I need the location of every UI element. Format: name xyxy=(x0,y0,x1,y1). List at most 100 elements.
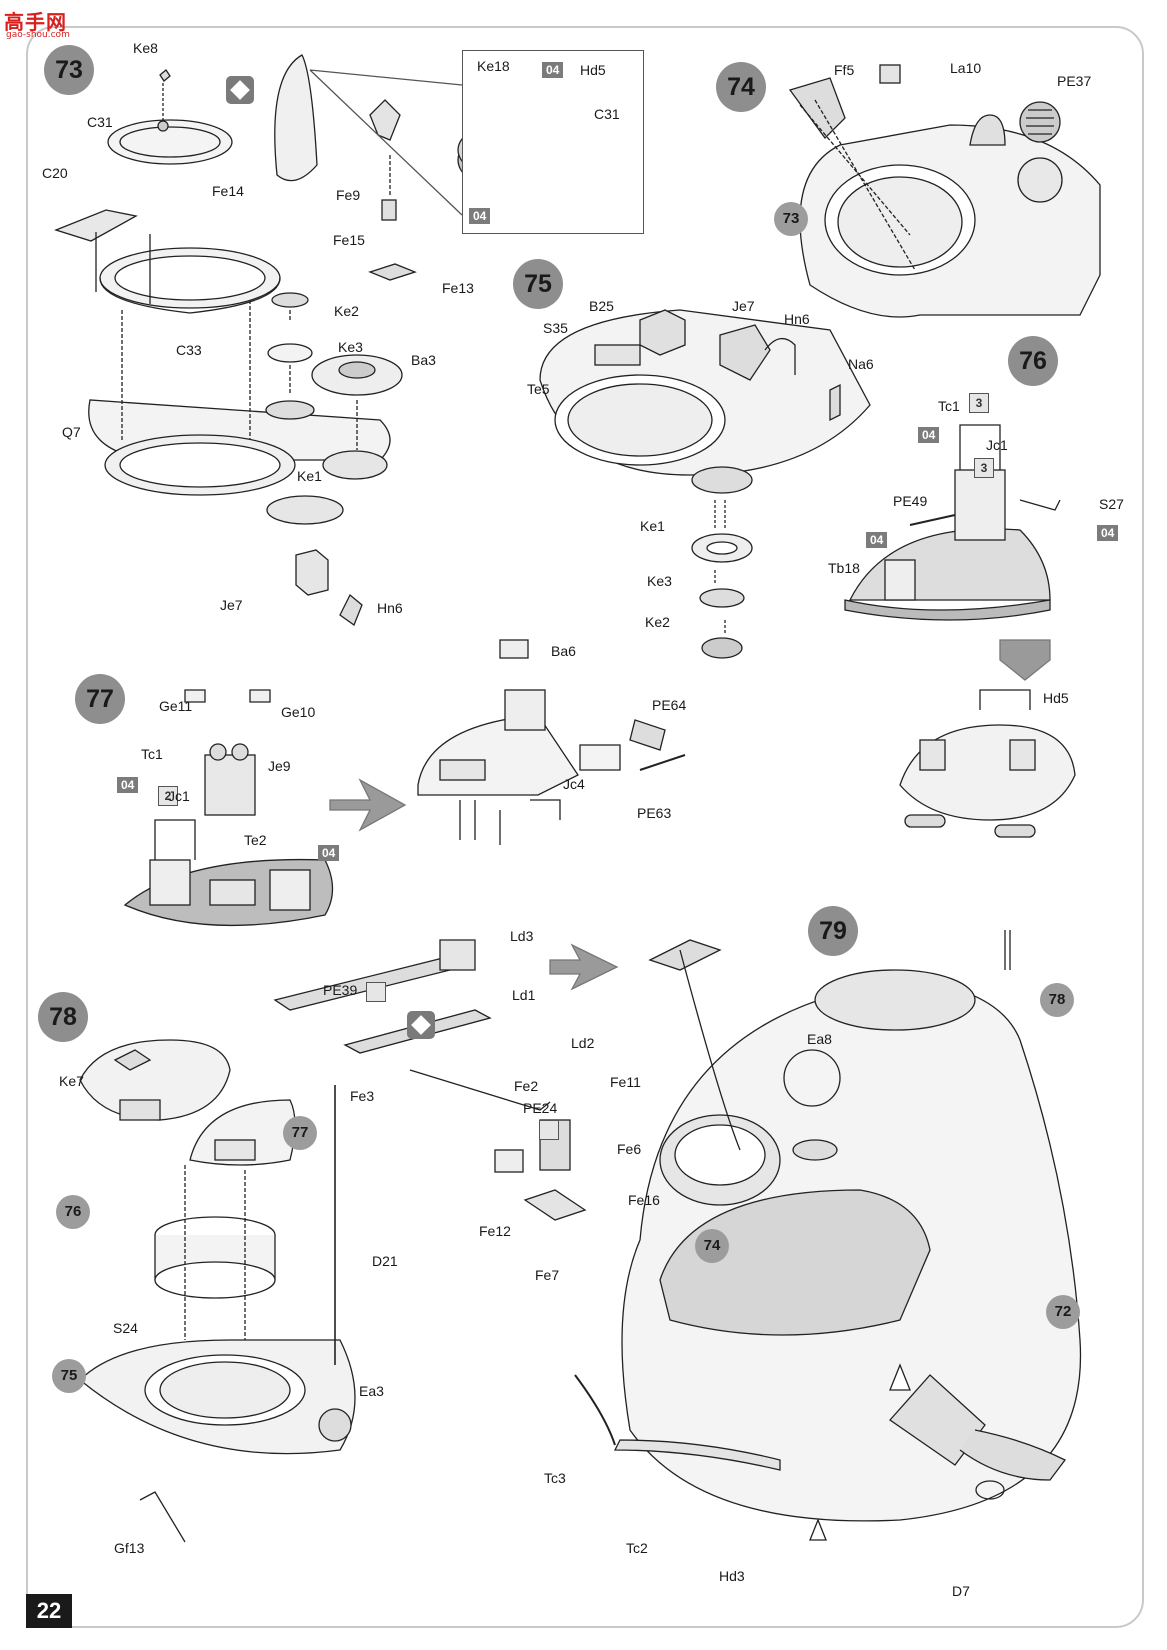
part-label: La10 xyxy=(950,60,982,76)
part-label: Tc2 xyxy=(626,1540,648,1556)
part-label: Te2 xyxy=(244,832,267,848)
part-label: Ff5 xyxy=(834,62,855,78)
part-label: B25 xyxy=(589,298,614,314)
part-label: PE37 xyxy=(1057,73,1092,89)
part-label: PE64 xyxy=(652,697,687,713)
part-label: S27 xyxy=(1099,496,1124,512)
part-label: Gf13 xyxy=(114,1540,145,1556)
part-label: Tb18 xyxy=(828,560,860,576)
paint-tag: 04 xyxy=(866,532,888,548)
part-label: S35 xyxy=(543,320,568,336)
part-label: Ge11 xyxy=(159,698,193,714)
part-label: Ke7 xyxy=(59,1073,84,1089)
part-label: Hd3 xyxy=(719,1568,745,1584)
part-label: Ld3 xyxy=(510,928,534,944)
ref-72-badge: 72 xyxy=(1046,1295,1080,1329)
ref-77-badge: 77 xyxy=(283,1116,317,1150)
part-label: Jc4 xyxy=(563,776,585,792)
step-74-drawing xyxy=(788,64,1101,318)
part-label: Ke3 xyxy=(338,339,363,355)
bend-icon xyxy=(539,1120,559,1140)
part-label: Fe15 xyxy=(333,232,365,248)
option-glyph xyxy=(230,80,250,100)
part-label: Q7 xyxy=(62,424,81,440)
step-75-drawing xyxy=(539,309,871,659)
step-76-drawing xyxy=(844,424,1076,838)
step-78-drawing xyxy=(79,1039,356,1543)
paint-tag: 04 xyxy=(918,427,940,443)
part-label: Fe11 xyxy=(610,1074,641,1090)
part-label: Je7 xyxy=(732,298,755,314)
step-73-drawing xyxy=(54,54,463,627)
part-label: C31 xyxy=(87,114,113,130)
count-box: 3 xyxy=(969,393,989,413)
step-77-badge: 77 xyxy=(75,674,125,724)
part-label: Hn6 xyxy=(377,600,403,616)
paint-tag: 04 xyxy=(542,62,564,78)
part-label: S24 xyxy=(113,1320,138,1336)
part-label: Ke1 xyxy=(640,518,665,534)
part-label: Fe7 xyxy=(535,1267,560,1283)
step-77-drawing xyxy=(123,639,686,927)
part-label: Jc1 xyxy=(168,788,190,804)
part-label: Je9 xyxy=(268,758,291,774)
part-label: Ba3 xyxy=(411,352,436,368)
alt-glyph xyxy=(411,1015,431,1035)
logo-title: 高手网 xyxy=(4,10,67,34)
part-label: PE39 xyxy=(323,982,358,998)
part-label: D7 xyxy=(952,1583,970,1599)
option-icon xyxy=(226,76,254,104)
site-logo: 高手网 gao-shou.com xyxy=(4,6,94,40)
part-label: Fe14 xyxy=(212,183,244,199)
part-label: PE49 xyxy=(893,493,928,509)
ref-74-badge: 74 xyxy=(695,1229,729,1263)
ref-75-badge: 75 xyxy=(52,1359,86,1393)
part-label: Ke18 xyxy=(477,58,510,74)
step-74-badge: 74 xyxy=(716,62,766,112)
part-label: Hd5 xyxy=(580,62,606,78)
paint-tag: 04 xyxy=(117,777,139,793)
part-label: Fe9 xyxy=(336,187,361,203)
part-label: Fe13 xyxy=(442,280,474,296)
inset-detail-box xyxy=(462,50,644,234)
part-label: Ke2 xyxy=(334,303,359,319)
part-label: Fe12 xyxy=(479,1223,511,1239)
part-label: Na6 xyxy=(848,356,874,372)
step-75-badge: 75 xyxy=(513,259,563,309)
part-label: Ge10 xyxy=(281,704,316,720)
part-label: Tc1 xyxy=(938,398,960,414)
page-number: 22 xyxy=(26,1594,72,1628)
part-label: C20 xyxy=(42,165,68,181)
step-78-badge: 78 xyxy=(38,992,88,1042)
count-box: 2 xyxy=(158,786,178,806)
part-label: D21 xyxy=(372,1253,398,1269)
alt-icon xyxy=(407,1011,435,1039)
bend-icon xyxy=(366,982,386,1002)
part-label: PE63 xyxy=(637,805,672,821)
part-label: C31 xyxy=(594,106,620,122)
ref-78-badge: 78 xyxy=(1040,983,1074,1017)
ref-76-badge: 76 xyxy=(56,1195,90,1229)
step-76-badge: 76 xyxy=(1008,336,1058,386)
part-label: Hn6 xyxy=(784,311,810,327)
part-label: Te5 xyxy=(527,381,550,397)
part-label: Ea8 xyxy=(807,1031,832,1047)
part-label: PE24 xyxy=(523,1100,558,1116)
step-73-badge: 73 xyxy=(44,45,94,95)
part-label: Jc1 xyxy=(986,437,1008,453)
part-label: Ke1 xyxy=(297,468,322,484)
part-label: Tc1 xyxy=(141,746,163,762)
part-label: Fe2 xyxy=(514,1078,539,1094)
part-label: Fe3 xyxy=(350,1088,375,1104)
part-label: Fe6 xyxy=(617,1141,642,1157)
part-label: C33 xyxy=(176,342,202,358)
step-79-badge: 79 xyxy=(808,906,858,956)
paint-tag: 04 xyxy=(318,845,340,861)
paint-tag: 04 xyxy=(469,208,491,224)
part-label: Ba6 xyxy=(551,643,576,659)
ref-73-badge: 73 xyxy=(774,202,808,236)
logo-subtitle: gao-shou.com xyxy=(6,30,70,40)
part-label: Ld2 xyxy=(571,1035,595,1051)
paint-tag: 04 xyxy=(1097,525,1119,541)
